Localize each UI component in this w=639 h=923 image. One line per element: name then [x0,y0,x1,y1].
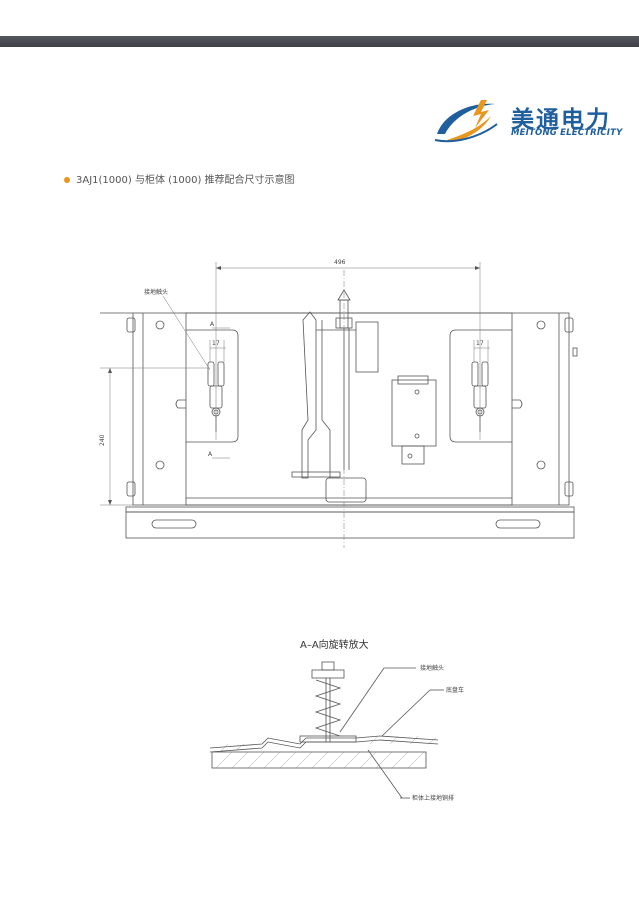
page-heading: 3AJ1(1000) 与柜体 (1000) 推荐配合尺寸示意图 [64,171,295,186]
cabinet-body-outline [132,312,570,506]
logo-chinese-name: 美通电力 [511,107,611,133]
section-mark-top: A [210,321,215,328]
detail-contact-label: 接地触头 [420,664,444,672]
logo-english-name: MEITONG ELECTRICITY [511,128,623,138]
right-spacing-dimension: 17 [476,340,484,347]
company-logo: 美通电力 MEITONG ELECTRICITY [433,94,623,150]
section-mark-bottom: A [208,451,213,458]
contact-callout-label: 接地触头 [144,288,168,296]
width-dimension: 496 [334,259,346,266]
left-spacing-dimension: 17 [212,340,220,347]
header-bar [0,36,639,47]
bullet-dot-icon [64,177,70,183]
detail-busbar-label: 柜体上接地铜排 [412,794,454,802]
detail-view-title: A–A向旋转放大 [300,638,369,651]
height-dimension: 240 [99,434,106,446]
logo-swoosh-icon [434,100,498,143]
detail-chassis-label: 底盘车 [446,686,464,694]
heading-text: 3AJ1(1000) 与柜体 (1000) 推荐配合尺寸示意图 [76,175,295,186]
